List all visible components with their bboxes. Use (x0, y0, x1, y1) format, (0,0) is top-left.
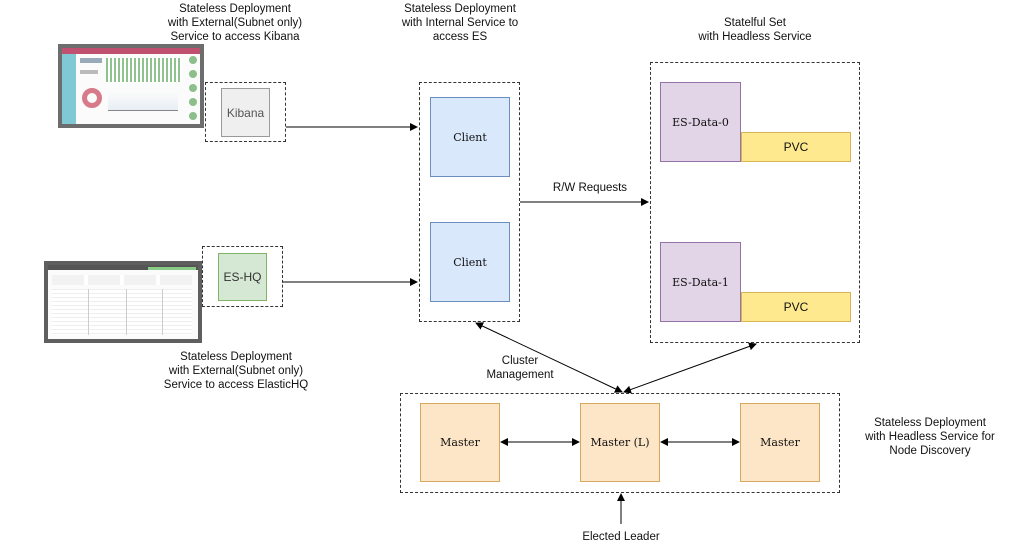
master-deployment-caption: Stateless Deployment with Headless Servi… (865, 417, 995, 457)
eshq-node: ES-HQ (218, 253, 267, 301)
kibana-node: Kibana (221, 88, 270, 137)
statefulset-caption: Statelful Set with Headless Service (698, 17, 812, 43)
eshq-deployment-group (202, 246, 283, 307)
elected-leader-label: Elected Leader (582, 531, 660, 543)
es-data-0-node: ES-Data-0 (660, 82, 741, 162)
cluster-management-label: Cluster Management (486, 355, 554, 381)
pvc-0-node: PVC (741, 132, 851, 162)
kibana-deployment-group (205, 82, 286, 142)
kibana-deployment-caption: Stateless Deployment with External(Subne… (167, 3, 303, 43)
es-internal-caption: Stateless Deployment with Internal Servi… (401, 3, 519, 43)
client-deployment-group (419, 82, 520, 322)
kibana-dashboard-screenshot-icon (58, 44, 204, 128)
master-node-1: Master (420, 403, 500, 482)
client-node-1: Client (430, 97, 510, 177)
master-node-2: Master (740, 403, 820, 482)
statefulset-group (650, 62, 860, 343)
master-deployment-group (400, 393, 840, 493)
client-node-2: Client (430, 222, 510, 302)
es-data-1-node: ES-Data-1 (660, 242, 741, 322)
pvc-1-node: PVC (741, 292, 851, 322)
master-leader-node: Master (L) (580, 403, 660, 482)
elastichq-dashboard-screenshot-icon (44, 261, 202, 343)
eshq-deployment-caption: Stateless Deployment with External(Subne… (163, 351, 309, 391)
rw-requests-label: R/W Requests (552, 182, 628, 194)
statefulset-master-arrow (623, 342, 757, 394)
cluster-management-arrow (475, 322, 623, 393)
